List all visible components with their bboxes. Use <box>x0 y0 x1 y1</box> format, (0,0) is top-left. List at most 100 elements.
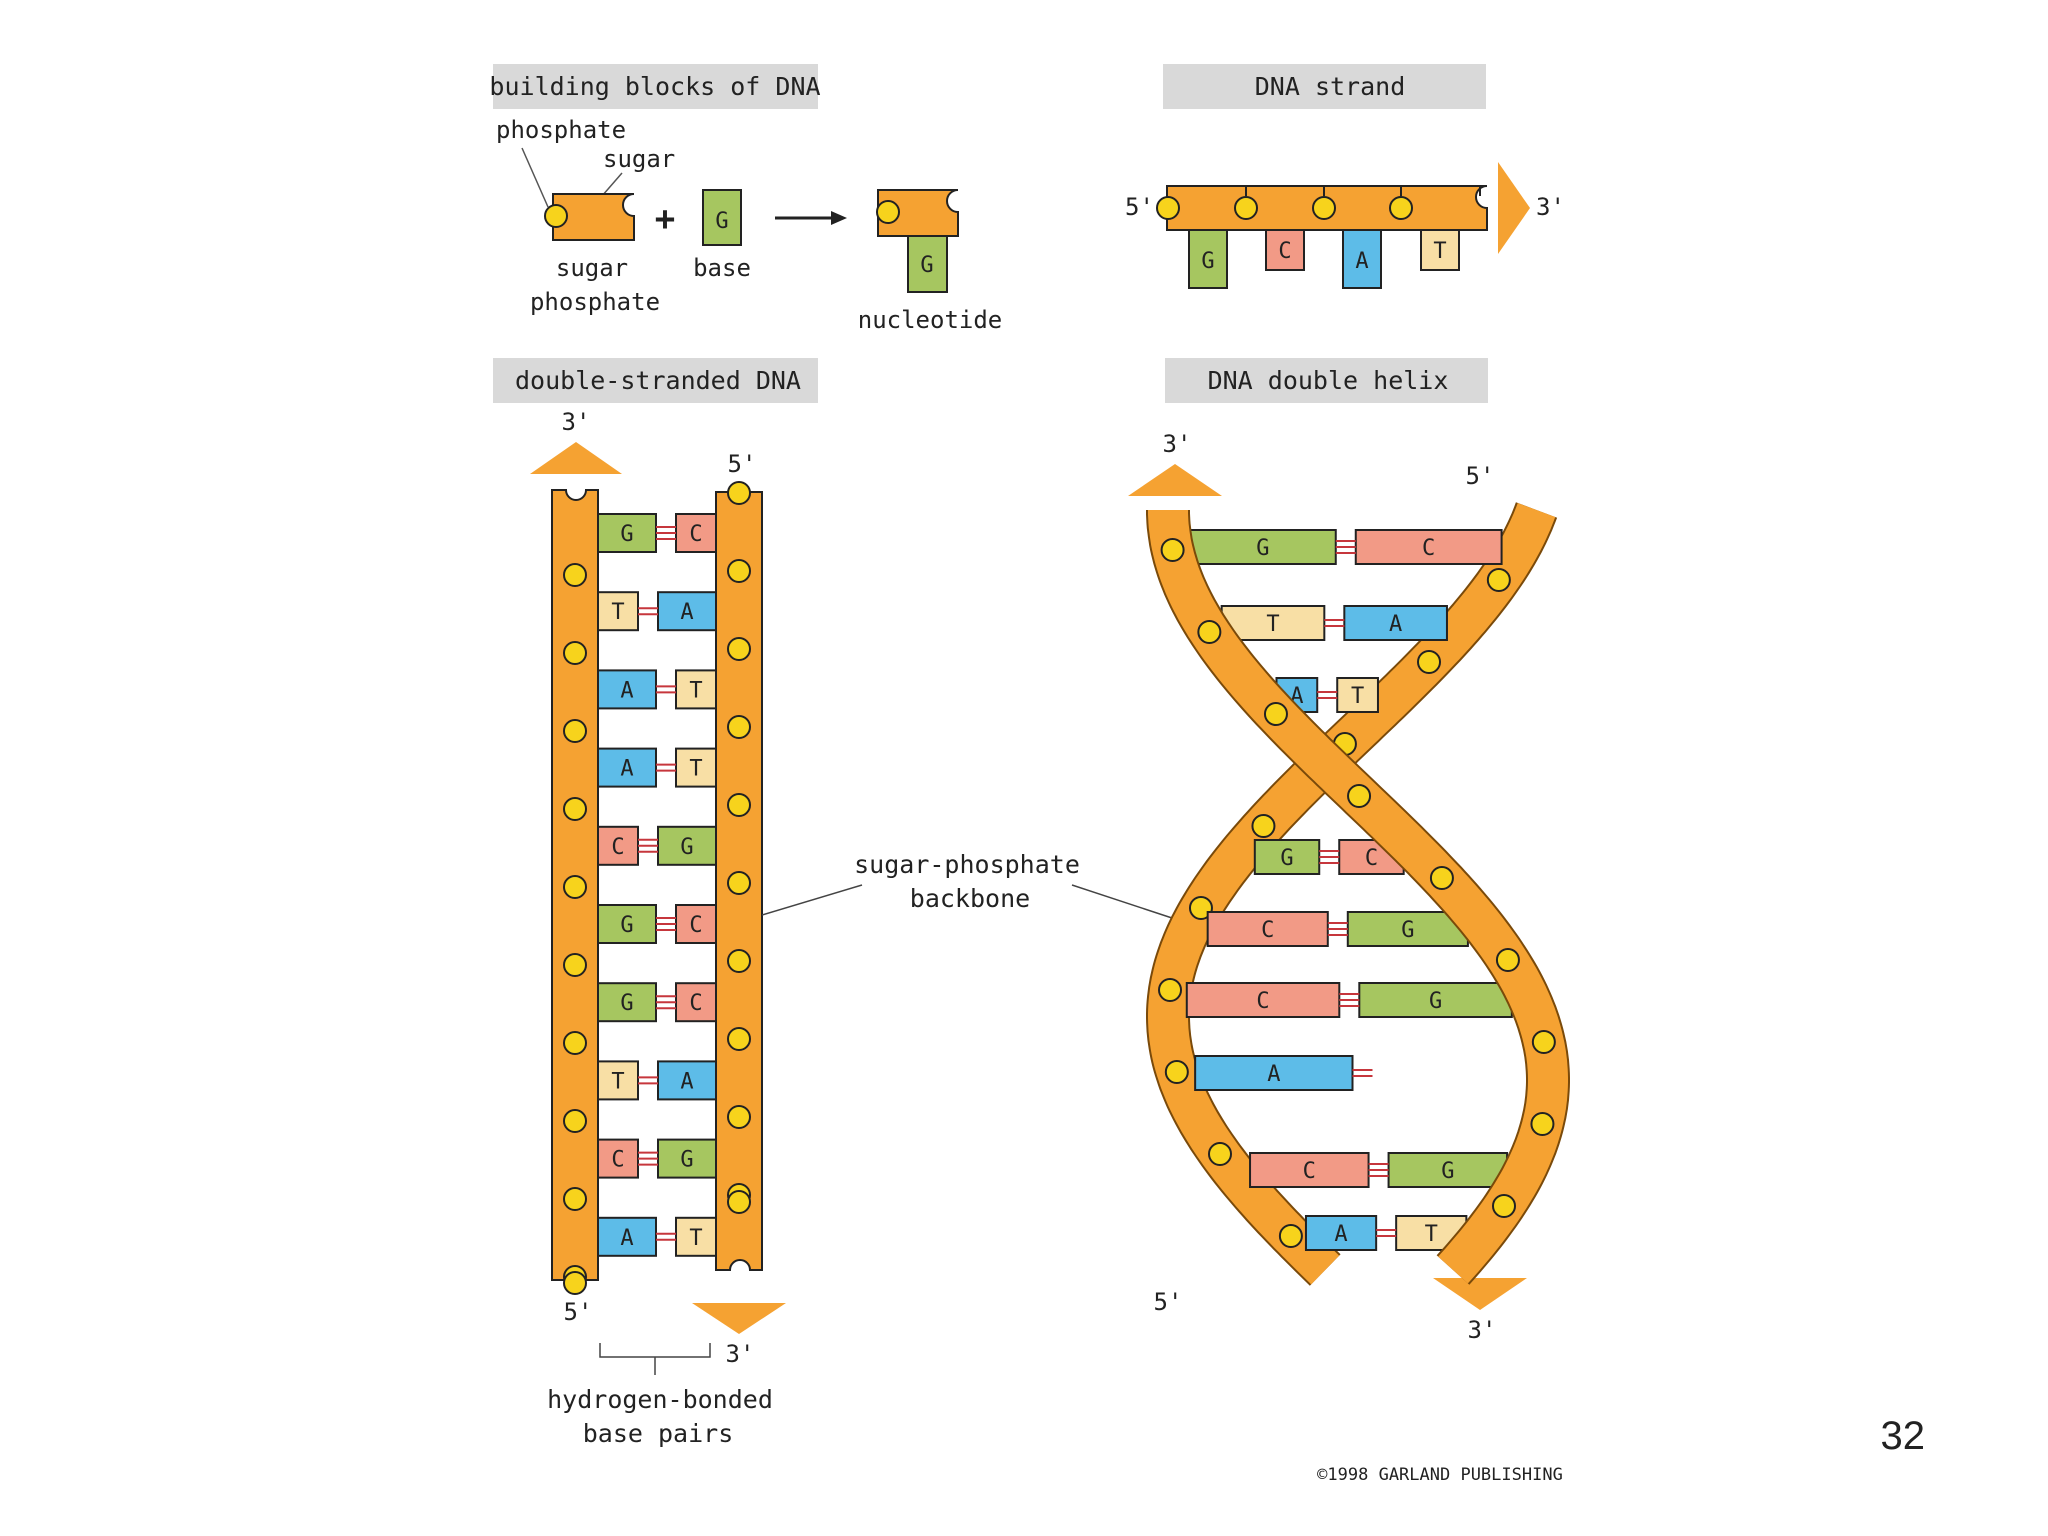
phosphate-icon <box>563 875 587 899</box>
phosphate-icon <box>563 563 587 587</box>
phosphate-icon <box>563 1271 587 1295</box>
base-letter: A <box>620 678 633 703</box>
phosphate-icon <box>563 797 587 821</box>
base-G <box>657 825 717 866</box>
base-letter: G <box>620 991 633 1016</box>
svg-text:double-stranded DNA: double-stranded DNA <box>515 366 801 395</box>
base-letter: A <box>1389 612 1402 637</box>
base-letter: T <box>689 757 702 782</box>
base-G <box>597 904 657 944</box>
base-A <box>1194 1055 1354 1091</box>
svg-text:5': 5' <box>728 450 757 478</box>
strand-direction-arrow <box>1498 162 1530 254</box>
svg-text:5': 5' <box>1466 462 1495 490</box>
phosphate-icon <box>1251 814 1276 838</box>
base-letter: A <box>1334 1222 1347 1247</box>
building-blocks-panel: phosphate sugar sugar phosphate + G base… <box>496 116 1002 334</box>
base-letter: G <box>1256 536 1269 561</box>
helix-strand-b <box>1148 502 1556 1285</box>
base-T <box>597 1060 639 1101</box>
slide-number: 32 <box>1880 1414 1926 1458</box>
base-letter: G <box>680 1148 693 1173</box>
title-double-stranded: double-stranded DNA <box>493 358 818 403</box>
phosphate-icon <box>1208 1142 1233 1166</box>
nucleotide-sugar <box>877 189 959 237</box>
phosphate-icon <box>727 1190 751 1214</box>
phosphate-icon <box>1347 784 1372 808</box>
phosphate-icon <box>1429 866 1454 890</box>
base-C <box>597 825 639 866</box>
base-letter: C <box>1365 846 1378 871</box>
plus-sign: + <box>655 199 675 239</box>
svg-text:A: A <box>1355 249 1368 274</box>
nucleotide-label: nucleotide <box>858 306 1003 334</box>
ladder-top-arrow <box>530 442 622 474</box>
hbond-label-line2: base pairs <box>583 1419 734 1448</box>
phosphate-icon <box>563 719 587 743</box>
base-letter: T <box>1351 684 1364 709</box>
phosphate-icon <box>1417 650 1442 674</box>
base-A <box>597 1216 657 1257</box>
title-dna-strand: DNA strand <box>1163 64 1486 109</box>
base-letter: T <box>1425 1222 1438 1247</box>
base-letter: T <box>611 600 624 625</box>
phosphate-icon <box>1278 1224 1303 1248</box>
phosphate-icon <box>727 1027 751 1051</box>
phosphate-icon <box>1263 702 1288 726</box>
base-letter: T <box>611 1069 624 1094</box>
svg-text:building blocks of DNA: building blocks of DNA <box>489 72 820 101</box>
svg-text:G: G <box>715 209 728 234</box>
base-letter: G <box>1280 846 1293 871</box>
phosphate-icon <box>563 953 587 977</box>
base-letter: C <box>689 522 702 547</box>
svg-text:G: G <box>920 253 933 278</box>
base-A <box>657 1060 717 1101</box>
title-double-helix: DNA double helix <box>1165 358 1488 403</box>
phosphate-icon <box>1160 538 1185 562</box>
hbond-label-line1: hydrogen-bonded <box>547 1385 773 1414</box>
phosphate-icon <box>1197 620 1222 644</box>
phosphate-icon <box>1531 1030 1556 1054</box>
base-A <box>597 747 657 788</box>
base-block <box>702 189 742 246</box>
helix-top-arrow <box>1128 464 1222 496</box>
svg-text:5': 5' <box>1154 1288 1183 1316</box>
strand-3-prime: 3' <box>1536 193 1565 221</box>
base-C <box>675 982 717 1023</box>
base-letter: T <box>689 1226 702 1251</box>
sugar-phosphate-block <box>552 193 635 241</box>
base-A <box>1343 605 1448 641</box>
phosphate-icon <box>563 1031 587 1055</box>
svg-text:5': 5' <box>564 1298 593 1326</box>
phosphate-icon <box>727 715 751 739</box>
base-G <box>1387 1152 1509 1188</box>
phosphate-icon <box>1164 1060 1189 1084</box>
base-G <box>597 513 657 553</box>
copyright-text: ©1998 GARLAND PUBLISHING <box>1317 1465 1563 1485</box>
phosphate-icon <box>727 481 751 505</box>
svg-text:G: G <box>1201 249 1214 274</box>
base-letter: G <box>1401 918 1414 943</box>
dna-strand-panel: 5' 3' G C A T <box>1125 162 1565 289</box>
backbone-callout: sugar-phosphate backbone <box>761 850 1173 919</box>
base-T <box>1220 605 1326 641</box>
base-T <box>597 591 639 632</box>
phosphate-icon <box>1530 1112 1555 1136</box>
phosphate-label: phosphate <box>496 116 626 144</box>
base-pair: A <box>1194 1055 1373 1091</box>
phosphate-icon <box>563 1187 587 1211</box>
svg-text:sugar: sugar <box>556 254 628 282</box>
